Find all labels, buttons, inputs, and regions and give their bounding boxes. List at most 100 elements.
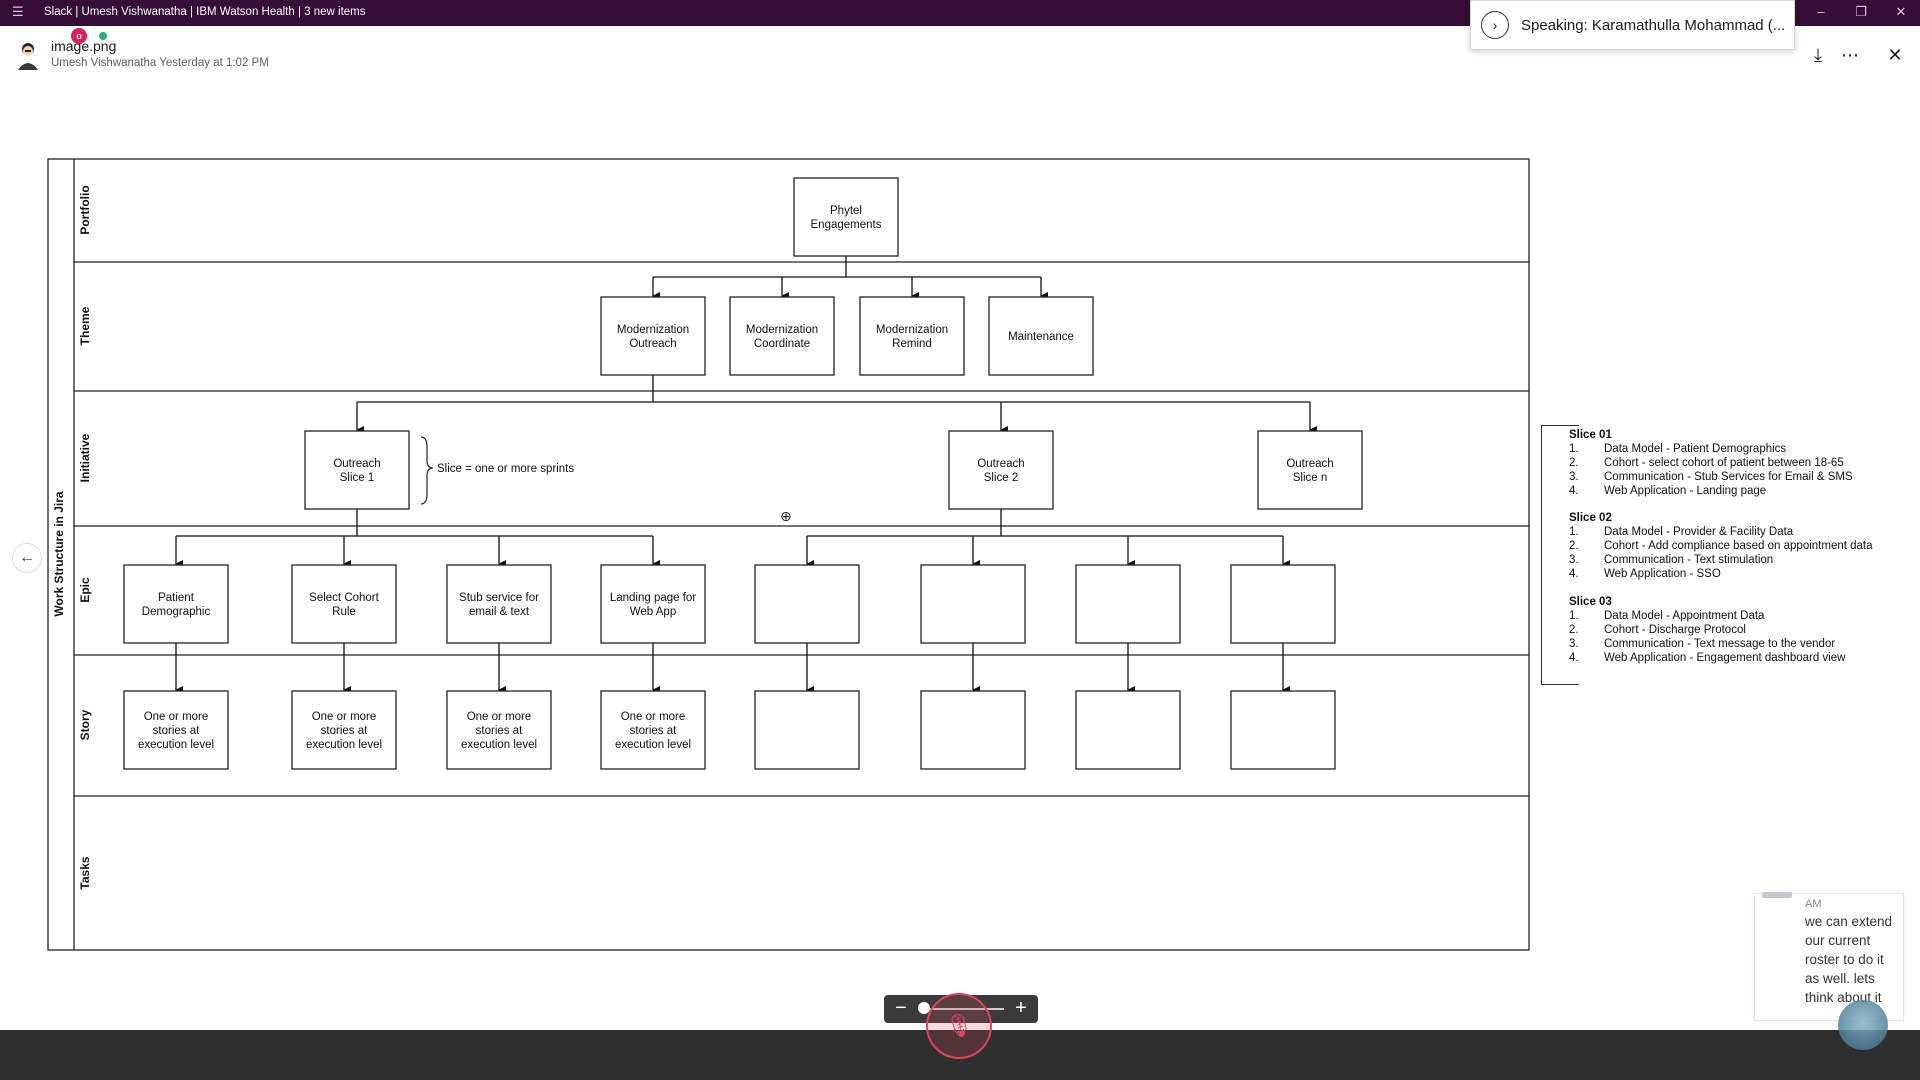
slice-item: 2.Cohort - Discharge Protocol: [1569, 623, 1845, 637]
slice-item: 1. Data Model - Patient Demographics: [1569, 442, 1853, 456]
theme-box-rect: [600, 296, 706, 376]
lane-label-initiative: Initiative: [78, 433, 92, 482]
epic-box-rect: [291, 564, 397, 644]
theme-box-label: Modernization: [876, 324, 948, 336]
story-box-rect: [754, 690, 860, 770]
zoom-slider-knob[interactable]: [918, 1002, 931, 1014]
recording-badge: o: [71, 28, 87, 44]
theme-box-label: Maintenance: [1008, 331, 1074, 343]
slice-item: 4. Web Application - Engagement dashboard…: [1569, 651, 1845, 665]
avatar[interactable]: [16, 40, 40, 70]
minimize-icon[interactable]: –: [1817, 4, 1825, 19]
slice-item-number: 3.: [1569, 471, 1579, 483]
slice-item-text: Communication - Stub Services for Email …: [1604, 471, 1853, 483]
story-box-label: stories at: [153, 725, 200, 737]
initiative-box-label: Outreach: [1286, 458, 1333, 470]
speaking-text: Speaking: Karamathulla Mohammad (...: [1521, 16, 1786, 34]
download-icon[interactable]: ⤓: [1814, 45, 1822, 65]
slice-item-number: 1.: [1569, 610, 1579, 622]
theme-box-label: Modernization: [617, 324, 689, 336]
slice-item: 4.Web Application - SSO: [1569, 567, 1873, 581]
chat-head-avatar[interactable]: [1838, 1000, 1888, 1050]
slice-item-text: Data Model - Patient Demographics: [1604, 443, 1787, 455]
story-box-label: One or more: [467, 711, 532, 723]
slice-item: 3. Communication - Stub Services for Emai…: [1569, 470, 1853, 484]
slice-item-text: Cohort - Add compliance based on appoint…: [1604, 540, 1873, 552]
slice-item: 3. Communication - Text message to the ve…: [1569, 637, 1845, 651]
slice-item-number: 4.: [1569, 652, 1579, 664]
story-box-rect: [446, 690, 552, 770]
lane-label-epic: Epic: [78, 577, 92, 603]
theme-box: Maintenance: [988, 296, 1094, 376]
slice-item-number: 1.: [1569, 443, 1579, 455]
zoom-cursor-icon: ⊕: [780, 508, 792, 524]
slice-item-number: 3.: [1569, 638, 1579, 650]
story-box: [1075, 690, 1181, 770]
portfolio-box-rect: [793, 177, 899, 257]
slice-item-text: Data Model - Appointment Data: [1604, 610, 1765, 622]
speaking-notification[interactable]: › Speaking: Karamathulla Mohammad (...: [1470, 0, 1795, 50]
avatar: [1762, 892, 1792, 898]
theme-box-rect: [988, 296, 1094, 376]
back-arrow-icon[interactable]: ←: [12, 543, 42, 573]
message-text: we can extend our current roster to do i…: [1805, 914, 1893, 1005]
epic-box-label: Stub service for: [459, 592, 539, 604]
portfolio-box-label: Phytel: [830, 205, 862, 217]
lane-label-theme: Theme: [78, 306, 92, 345]
slice-item: 1. Data Model - Appointment Data: [1569, 609, 1845, 623]
epic-box-label: Landing page for: [610, 592, 696, 604]
file-name[interactable]: image.png: [51, 38, 117, 54]
epic-box: [754, 564, 860, 644]
story-box-label: execution level: [306, 739, 382, 751]
epic-box-rect: [446, 564, 552, 644]
presence-dot: [99, 32, 107, 40]
more-actions-icon[interactable]: ⋯: [1841, 45, 1859, 65]
close-viewer-icon[interactable]: ✕: [1887, 45, 1903, 65]
epic-box-label: Patient: [158, 592, 195, 604]
microphone-icon: 🎙: [945, 1013, 973, 1038]
slice-item-text: Web Application - Landing page: [1604, 485, 1767, 497]
lane-label-story: Story: [78, 709, 92, 740]
initiative-box-label: Slice 1: [340, 472, 375, 484]
mute-microphone-button[interactable]: 🎙: [926, 993, 992, 1059]
slice-item-text: Web Application - SSO: [1604, 568, 1721, 580]
theme-box-label: Remind: [892, 338, 932, 350]
initiative-box-label: Outreach: [977, 458, 1024, 470]
zoom-out-button[interactable]: −: [895, 997, 907, 1019]
chevron-right-icon: ›: [1481, 11, 1509, 39]
slice-title: Slice 02: [1569, 512, 1612, 524]
bracket-bottom: [1541, 684, 1579, 685]
portfolio-box-label: Engagements: [811, 219, 882, 231]
restore-icon[interactable]: ❐: [1855, 4, 1867, 19]
zoom-in-button[interactable]: +: [1015, 997, 1027, 1019]
hamburger-menu-icon[interactable]: ☰: [12, 4, 24, 19]
slice-item-number: 2.: [1569, 457, 1579, 469]
window-close-icon[interactable]: ✕: [1895, 4, 1907, 19]
story-box-label: execution level: [138, 739, 214, 751]
slice-item-text: Data Model - Provider & Facility Data: [1604, 526, 1794, 538]
chat-preview[interactable]: AM we can extend our current roster to d…: [1754, 892, 1904, 1021]
story-box-label: One or more: [621, 711, 686, 723]
story-box-label: execution level: [461, 739, 537, 751]
epic-box-label: Demographic: [142, 606, 211, 618]
slice-item: 2.Cohort - select cohort of patient betw…: [1569, 456, 1853, 470]
slice-item-text: Communication - Text message to the vend…: [1604, 638, 1836, 650]
story-box-rect: [1075, 690, 1181, 770]
theme-box-label: Outreach: [629, 338, 676, 350]
story-box-rect: [1230, 690, 1336, 770]
epic-box-rect: [1230, 564, 1336, 644]
slice-item-text: Web Application - Engagement dashboard v…: [1604, 652, 1846, 664]
initiative-box-label: Outreach: [333, 458, 380, 470]
initiative-box-label: Slice n: [1293, 472, 1328, 484]
slice-item-text: Communication - Text stimulation: [1604, 554, 1774, 566]
window-title: Slack | Umesh Vishwanatha | IBM Watson H…: [44, 6, 366, 18]
